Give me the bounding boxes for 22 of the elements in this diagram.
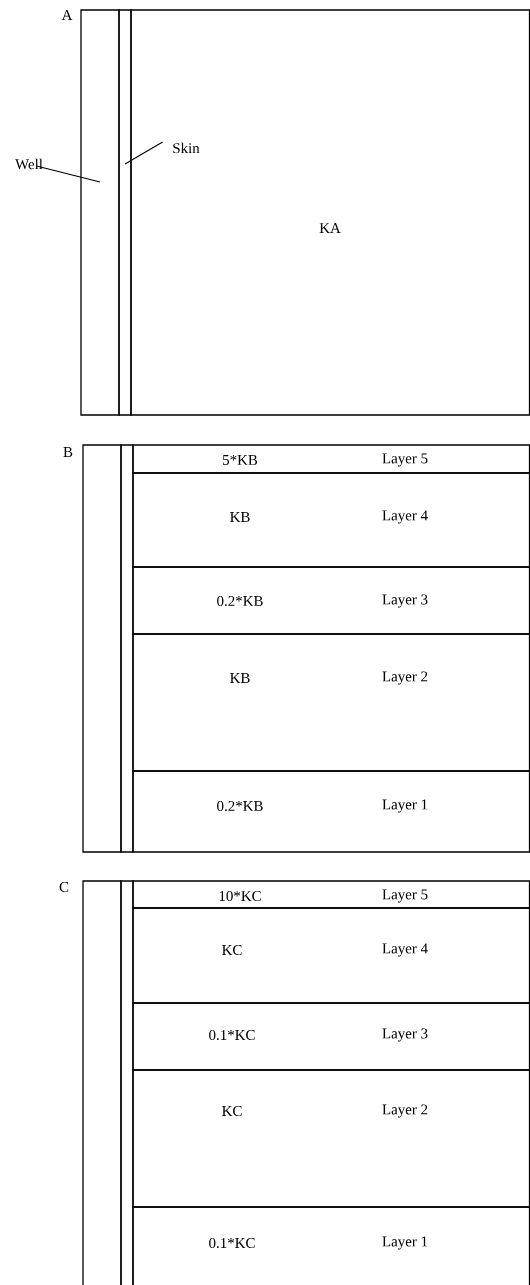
layer-band: KC Layer 4 <box>132 907 530 1004</box>
layer-band: 5*KB Layer 5 <box>132 444 530 474</box>
layer-band: 0.1*KC Layer 1 <box>132 1206 530 1285</box>
layer-band: KB Layer 4 <box>132 472 530 568</box>
panel-letter: C <box>59 882 69 893</box>
layer-band: KC Layer 2 <box>132 1069 530 1208</box>
well-column <box>82 444 122 853</box>
part-label: Skin <box>173 142 200 154</box>
leader-line <box>36 165 101 183</box>
layer-band: 0.1*KC Layer 3 <box>132 1002 530 1071</box>
skin-column <box>120 880 134 1285</box>
well-column <box>80 9 120 416</box>
layer-band: KB Layer 2 <box>132 633 530 772</box>
skin-column <box>118 9 132 416</box>
layer-band: 0.2*KB Layer 1 <box>132 770 530 853</box>
layer-band: 0.2*KB Layer 3 <box>132 566 530 635</box>
well-column <box>82 880 122 1285</box>
leader-line <box>124 141 164 165</box>
skin-column <box>120 444 134 853</box>
layer-band: 10*KC Layer 5 <box>132 880 530 909</box>
panel-letter: B <box>63 447 73 457</box>
part-label: Well <box>15 158 43 170</box>
